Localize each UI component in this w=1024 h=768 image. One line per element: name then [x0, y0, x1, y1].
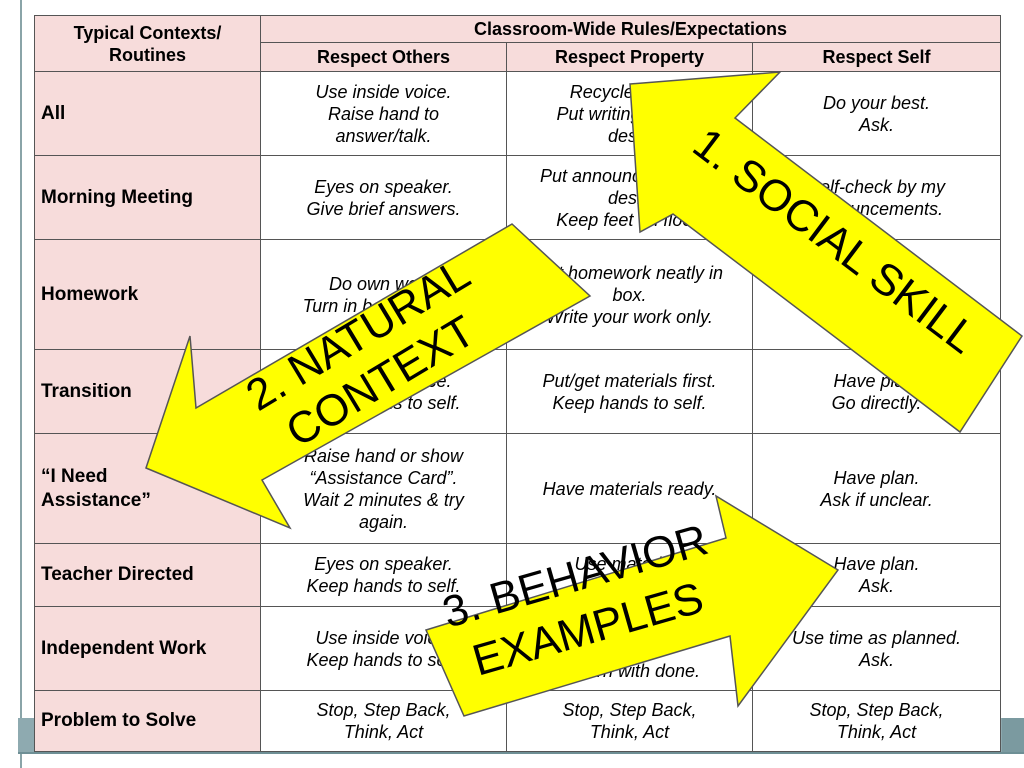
- table-cell: Recycle paper. Put writing tools in desk…: [506, 71, 753, 156]
- header-respect-self: Respect Self: [751, 42, 1002, 72]
- context-cell: Morning Meeting: [34, 155, 261, 240]
- table-cell: Use time as planned. Ask.: [751, 606, 1002, 691]
- table-cell: Put homework neatly in box. Write your w…: [506, 239, 753, 350]
- context-cell: Homework: [34, 239, 261, 350]
- context-cell: Independent Work: [34, 606, 261, 691]
- slide-footer-line: [18, 752, 1024, 754]
- table-cell: Have plan. Ask.: [751, 543, 1002, 607]
- header-expectations-group: Classroom-Wide Rules/Expectations: [259, 15, 1002, 43]
- table-row: Morning Meeting Eyes on speaker. Give br…: [34, 155, 1002, 240]
- table-cell: Put announcements in desk. Keep feet on …: [506, 155, 753, 240]
- context-cell: Problem to Solve: [34, 690, 261, 752]
- table-row: Homework Do own work. Turn in before cla…: [34, 239, 1002, 350]
- table-cell: Use inside voice. Raise hand to answer/t…: [260, 71, 507, 156]
- table-cell: Do own work. Turn in before class.: [260, 239, 507, 350]
- table-cell: Use materials as directed.: [506, 543, 753, 607]
- header-respect-others: Respect Others: [260, 42, 507, 72]
- table-cell: Have materials ready.: [506, 433, 753, 544]
- table-cell: Use inside voice. Keep hands to self.: [260, 606, 507, 691]
- context-cell: All: [34, 71, 261, 156]
- table-cell: Raise hand or show “Assistance Card”. Wa…: [260, 433, 507, 544]
- table-cell: Stop, Step Back, Think, Act: [260, 690, 507, 752]
- header-row-columns: Respect Others Respect Property Respect …: [35, 42, 1002, 72]
- slide-left-border: [8, 0, 22, 768]
- context-cell: Transition: [34, 349, 261, 434]
- context-cell: “I Need Assistance”: [34, 433, 261, 544]
- table-row: Independent Work Use inside voice. Keep …: [34, 606, 1002, 691]
- table-cell: Have plan. Ask if unclear.: [751, 433, 1002, 544]
- header-respect-property: Respect Property: [506, 42, 753, 72]
- header-context-column: Typical Contexts/ Routines: [34, 15, 261, 72]
- slide-top-edge: [0, 0, 1024, 8]
- table-cell: Stop, Step Back, Think, Act: [506, 690, 753, 752]
- context-cell: Teacher Directed: [34, 543, 261, 607]
- rules-matrix-table: Typical Contexts/ Routines Classroom-Wid…: [34, 15, 1002, 752]
- table-row: All Use inside voice. Raise hand to answ…: [34, 71, 1002, 156]
- footer-decoration: [1002, 718, 1024, 752]
- table-cell: Eyes on speaker. Keep hands to self.: [260, 543, 507, 607]
- table-cell: Use inside voice. Keep hands to self.: [260, 349, 507, 434]
- table-cell: Use materials carefully. Return with don…: [506, 606, 753, 691]
- table-cell: Do your best. Ask.: [751, 71, 1002, 156]
- table-cell: Turn in on time. Do it night before.: [751, 239, 1002, 350]
- table-row: Teacher Directed Eyes on speaker. Keep h…: [34, 543, 1002, 607]
- table-row: Transition Use inside voice. Keep hands …: [34, 349, 1002, 434]
- table-row: Problem to Solve Stop, Step Back, Think,…: [34, 690, 1002, 752]
- table-cell: Put/get materials first. Keep hands to s…: [506, 349, 753, 434]
- header-row-group: Typical Contexts/ Routines Classroom-Wid…: [34, 15, 1002, 72]
- table-cell: Eyes on speaker. Give brief answers.: [260, 155, 507, 240]
- table-cell: Have plan. Go directly.: [751, 349, 1002, 434]
- table-row: “I Need Assistance” Raise hand or show “…: [34, 433, 1002, 544]
- table-cell: Self-check by my announcements.: [751, 155, 1002, 240]
- table-cell: Stop, Step Back, Think, Act: [751, 690, 1002, 752]
